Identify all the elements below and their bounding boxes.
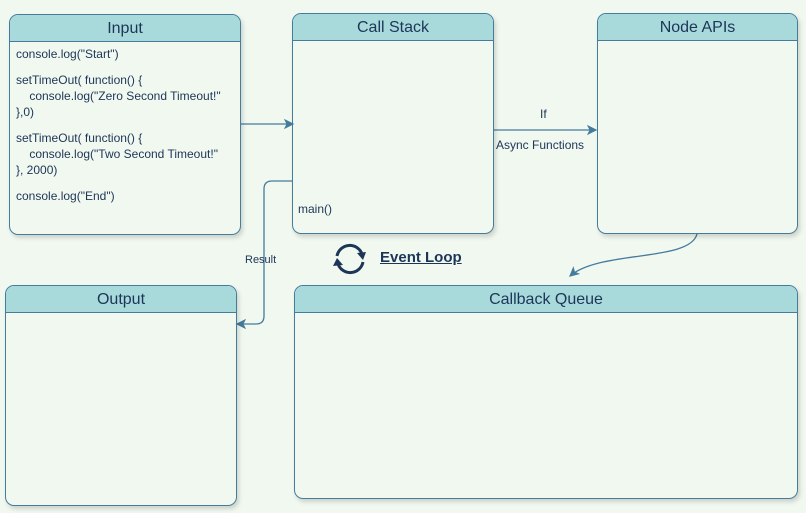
code-line: console.log("Start"): [16, 47, 119, 61]
code-line: console.log("End"): [16, 189, 115, 203]
refresh-icon: [333, 243, 366, 275]
output-panel: Output: [5, 285, 237, 506]
edge-nodeapis-to-queue: [569, 233, 698, 277]
event-loop-label: Event Loop: [380, 249, 462, 266]
code-line: setTimeOut( function() { console.log("Tw…: [16, 131, 218, 177]
callback-queue-title: Callback Queue: [295, 286, 797, 313]
input-panel: Input console.log("Start") setTimeOut( fu…: [9, 14, 241, 235]
node-apis-panel: Node APIs: [597, 13, 798, 234]
edge-label-if: If: [540, 107, 547, 121]
callback-queue-panel: Callback Queue: [294, 285, 798, 499]
call-stack-panel: Call Stack main(): [292, 13, 494, 234]
call-stack-title: Call Stack: [293, 14, 493, 41]
node-apis-title: Node APIs: [598, 14, 797, 41]
edge-label-result: Result: [245, 254, 277, 266]
code-line: setTimeOut( function() { console.log("Ze…: [16, 73, 221, 119]
stack-item-main: main(): [298, 202, 333, 216]
output-title: Output: [6, 286, 236, 313]
edge-label-async: Async Functions: [496, 138, 585, 152]
edge-callstack-to-output: [235, 180, 292, 330]
input-title: Input: [10, 15, 240, 42]
